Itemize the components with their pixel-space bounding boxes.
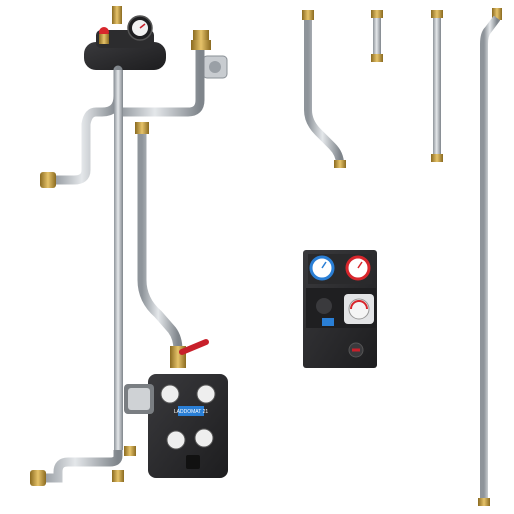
pipe-sections (302, 8, 502, 506)
pipe-vertical-long (114, 70, 123, 450)
brand-label: LADDOMAT 21 (174, 409, 208, 415)
pipe-short (373, 18, 381, 56)
pipe-medium (433, 18, 441, 156)
brand-plate (178, 406, 204, 416)
safety-valve (191, 30, 228, 79)
pump-station (303, 250, 377, 368)
pipe-s-bend (304, 20, 344, 165)
pipe-return (137, 128, 183, 351)
pipe-bottom (40, 450, 123, 483)
brass-fitting (40, 172, 56, 188)
loading-assembly: LADDOMAT 21 (30, 6, 228, 486)
loading-unit: LADDOMAT 21 (124, 374, 228, 478)
air-separator (84, 6, 166, 70)
ball-valve (170, 339, 209, 368)
pipe-upper-right (118, 50, 205, 117)
pipe-upper-left (47, 65, 123, 185)
pipe-long (480, 15, 501, 500)
